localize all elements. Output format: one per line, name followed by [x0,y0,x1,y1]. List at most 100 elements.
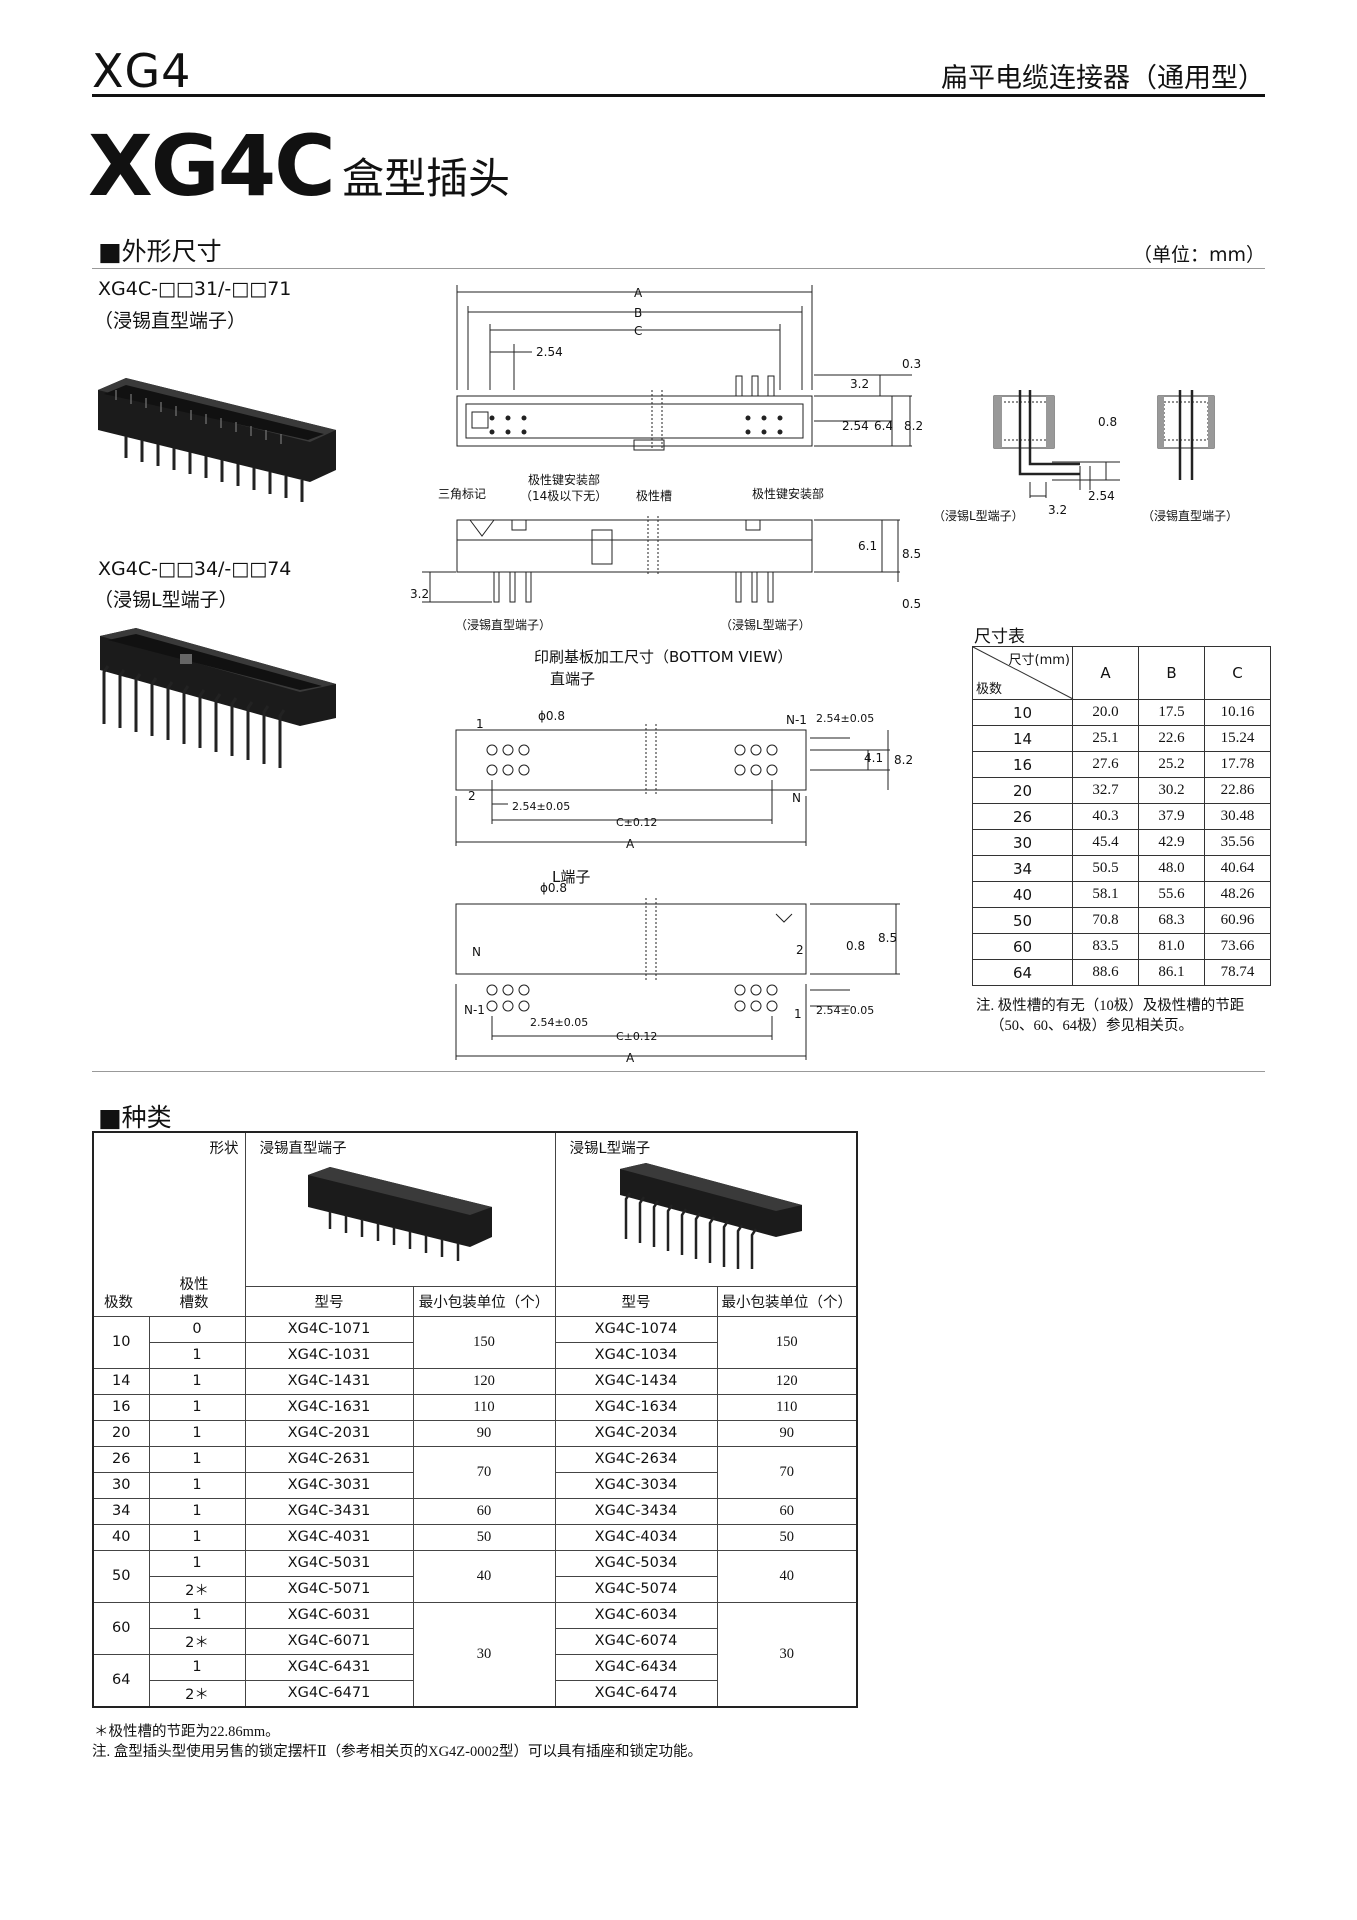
triangle-mark-label: 三角标记 [438,487,486,501]
l-qty-cell: 40 [716,1549,858,1603]
types-footnote-1: ＊极性槽的节距为22.86mm。 [94,1724,280,1740]
pcbl-c-tol: C±0.12 [616,1030,657,1043]
key-mount-note: （14极以下无） [520,489,607,503]
slots-cell: 2＊ [148,1575,246,1603]
straight-qty-cell: 50 [412,1523,556,1551]
poles-cell: 50 [92,1549,150,1603]
cs-l-caption: （浸锡L型端子） [933,508,1024,523]
model-straight-desc: （浸锡直型端子） [94,310,247,332]
dim-b-label: B [634,306,642,320]
shape-label: 形状 [209,1141,239,1157]
dim-85: 8.5 [902,547,921,561]
pcb-pin1: 1 [476,717,484,731]
slots-cell: 1 [148,1653,246,1681]
straight-model-cell: XG4C-6431 [244,1653,414,1681]
straight-model-cell: XG4C-3031 [244,1471,414,1499]
dimension-cell-b: 42.9 [1138,829,1205,856]
dimension-cell-a: 27.6 [1072,751,1139,778]
corner-bottom: 极数 [976,682,1003,697]
dimension-cell-poles: 50 [972,907,1073,934]
pcb-a-label: A [626,837,635,851]
l-model-cell: XG4C-3434 [554,1497,718,1525]
dim-32-side: 3.2 [410,587,429,601]
straight-header-photo [98,378,336,502]
l-model-cell: XG4C-6034 [554,1601,718,1629]
dimension-cell-a: 88.6 [1072,959,1139,986]
dim-254: 2.54 [842,419,869,433]
types-table: 形状 极性槽数 极数 浸锡直型端子 浸锡L型端子 [92,1131,858,1708]
l-type-image [619,1163,802,1269]
col-header-c: C [1204,646,1271,700]
l-model-cell: XG4C-6434 [554,1653,718,1681]
dimension-cell-c: 73.66 [1204,933,1271,960]
dim-82: 8.2 [904,419,923,433]
dimension-cell-a: 70.8 [1072,907,1139,934]
dimension-note-2: （50、60、64极）参见相关页。 [990,1018,1193,1034]
l-qty-cell: 70 [716,1445,858,1499]
poles-header: 极数 [104,1294,133,1311]
straight-qty-cell: 70 [412,1445,556,1499]
straight-qty-cell: 90 [412,1419,556,1447]
series-title: XG4 [92,44,192,98]
pcbl-pinN1: N-1 [464,1003,485,1017]
dimension-cell-poles: 60 [972,933,1073,960]
pitch-label: 2.54 [536,345,563,359]
dimension-cell-a: 25.1 [1072,725,1139,752]
polar-key-mount-label: 极性键安装部 [752,486,824,501]
pcbl-pitch-tol: 2.54±0.05 [816,1004,874,1017]
l-model-cell: XG4C-1434 [554,1367,718,1395]
pcb-pin2: 2 [468,789,476,803]
straight-model-cell: XG4C-1631 [244,1393,414,1421]
l-header-photo [100,628,336,768]
poles-cell: 60 [92,1601,150,1655]
slots-cell: 1 [148,1341,246,1369]
dimension-cell-a: 20.0 [1072,699,1139,726]
key-mount-label: 极性键安装部 [528,472,600,487]
s-model-header: 型号 [244,1285,414,1317]
dim-61: 6.1 [858,539,877,553]
dimension-cell-b: 86.1 [1138,959,1205,986]
types-corner: 形状 极性槽数 极数 [92,1131,246,1317]
slots-cell: 1 [148,1419,246,1447]
dimension-cell-c: 15.24 [1204,725,1271,752]
slots-cell: 2＊ [148,1627,246,1655]
straight-model-cell: XG4C-4031 [244,1523,414,1551]
slots-header: 极性槽数 [179,1276,209,1311]
straight-model-cell: XG4C-2031 [244,1419,414,1447]
poles-cell: 14 [92,1367,150,1395]
straight-model-cell: XG4C-3431 [244,1497,414,1525]
dimension-cell-poles: 26 [972,803,1073,830]
dimension-cell-c: 48.26 [1204,881,1271,908]
l-qty-cell: 90 [716,1419,858,1447]
pcbl-a-label: A [626,1051,635,1065]
l-model-cell: XG4C-1034 [554,1341,718,1369]
dimension-cell-poles: 10 [972,699,1073,726]
l-type-cell: 浸锡L型端子 [554,1131,858,1287]
pcbl-pinN: N [472,945,481,959]
product-name: 盒型插头 [342,154,511,203]
poles-cell: 30 [92,1471,150,1499]
dimension-cell-a: 32.7 [1072,777,1139,804]
dimension-cell-b: 68.3 [1138,907,1205,934]
dimension-cell-poles: 40 [972,881,1073,908]
model-straight: XG4C-□□31/-□□71 [98,278,292,300]
l-qty-cell: 60 [716,1497,858,1525]
dimension-cell-poles: 16 [972,751,1073,778]
cs-dim-32: 3.2 [1048,503,1067,517]
slots-cell: 1 [148,1445,246,1473]
